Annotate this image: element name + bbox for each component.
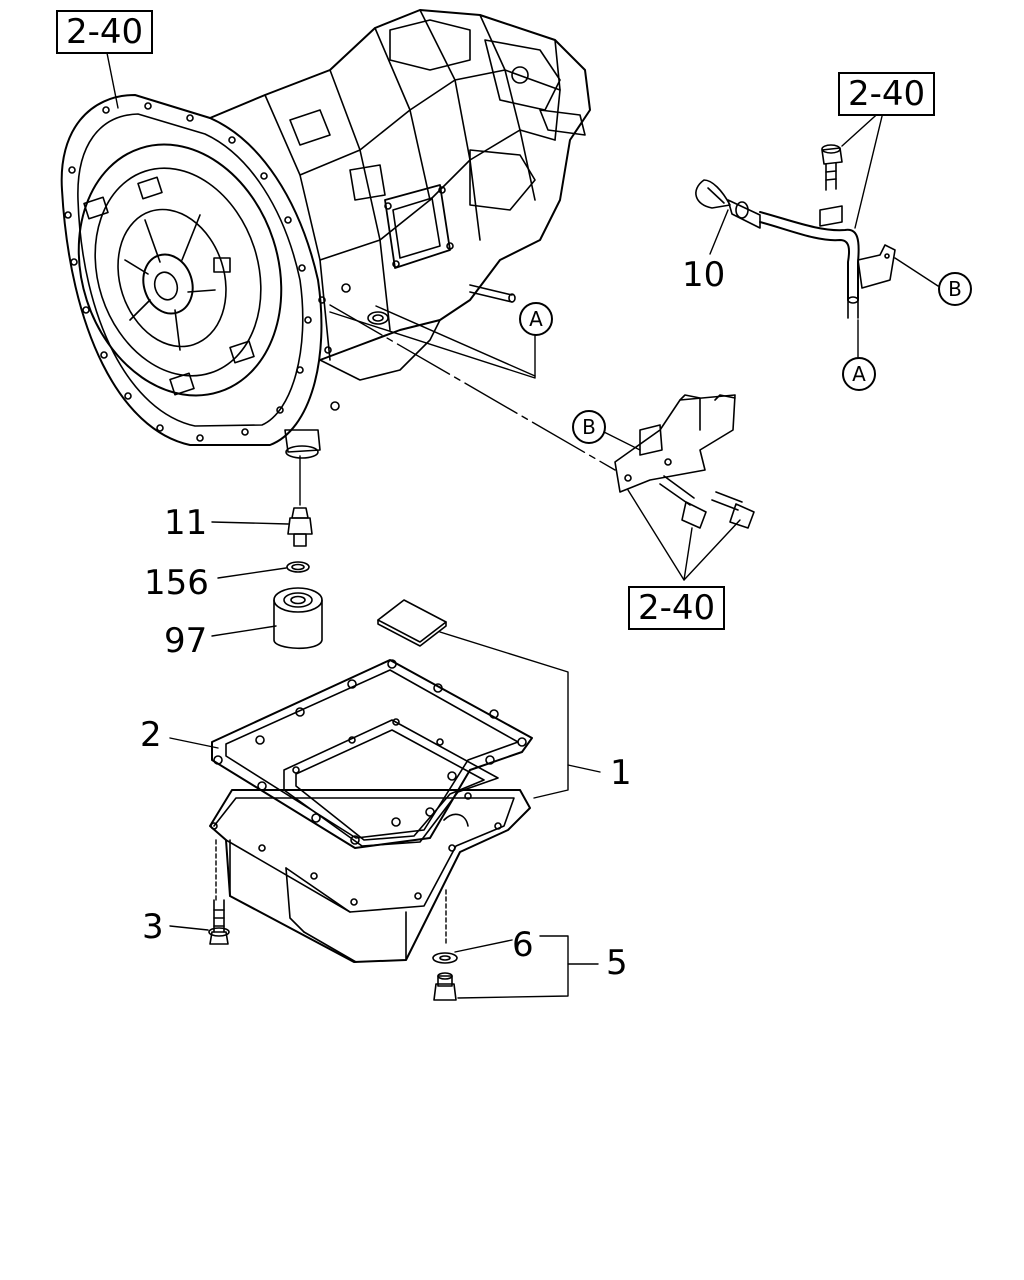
pan-bolt	[208, 899, 230, 945]
leader-lines	[105, 47, 939, 999]
filter-parts	[273, 507, 447, 650]
ref-box-top-left: 2-40	[56, 10, 154, 54]
ref-box-mid-right: 2-40	[628, 586, 726, 630]
part-label-1: 1	[610, 753, 632, 793]
part-label-5: 5	[606, 943, 628, 983]
callout-a-lower: A	[842, 357, 876, 391]
part-label-3: 3	[142, 907, 164, 947]
part-label-2: 2	[140, 715, 162, 755]
part-label-10: 10	[682, 255, 726, 295]
part-label-11: 11	[164, 503, 208, 543]
mounting-bracket	[614, 394, 755, 529]
transmission-assembly	[60, 9, 591, 459]
callout-b-right: B	[938, 272, 972, 306]
part-label-156: 156	[144, 563, 209, 603]
callout-a-upper: A	[519, 302, 553, 336]
part-label-97: 97	[164, 621, 208, 661]
gasket-holes	[213, 659, 527, 845]
drain-plug	[432, 952, 458, 1001]
dipstick-tube-assembly	[695, 144, 896, 319]
oil-pan	[209, 789, 531, 963]
bracket-bolts	[659, 475, 755, 529]
flange-bolt-holes	[64, 102, 312, 442]
oil-pan-gasket	[211, 659, 533, 849]
callout-b-bracket: B	[572, 410, 606, 444]
ref-box-top-right: 2-40	[838, 72, 936, 116]
part-label-6: 6	[512, 925, 534, 965]
